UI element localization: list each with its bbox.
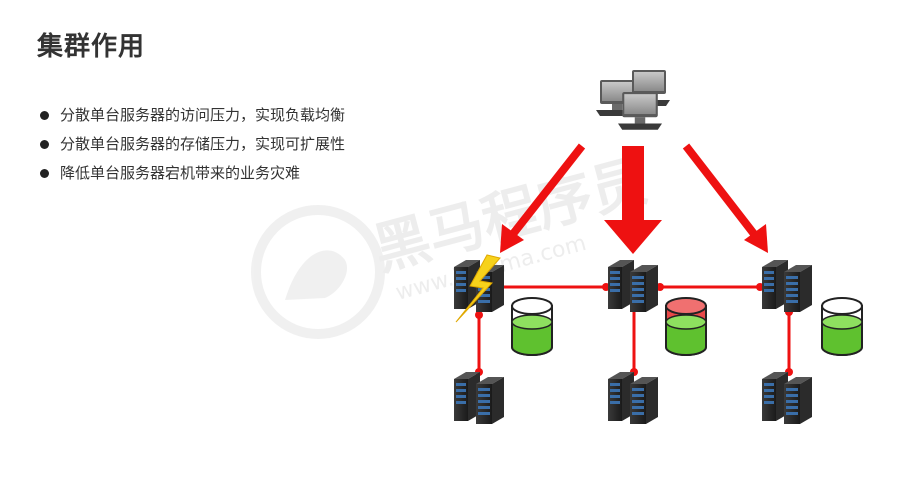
storage-right — [821, 297, 863, 356]
bullet-scalability: 分散单台服务器的存储压力，实现可扩展性 — [40, 132, 345, 161]
arrow-center-head — [604, 220, 662, 254]
server-icon — [454, 372, 504, 424]
arrow-right — [682, 143, 758, 237]
bullet-list: 分散单台服务器的访问压力，实现负载均衡 分散单台服务器的存储压力，实现可扩展性 … — [40, 103, 345, 190]
server-icon — [608, 260, 658, 312]
storage-left — [511, 297, 553, 356]
server-icon — [762, 372, 812, 424]
arrow-left — [509, 143, 586, 237]
arrow-center — [622, 146, 644, 224]
network-links — [477, 285, 791, 372]
bullet-fault-tolerance: 降低单台服务器宕机带来的业务灾难 — [40, 161, 345, 190]
client-computers — [596, 70, 670, 130]
arrow-left-head — [500, 224, 524, 253]
request-arrows — [500, 143, 768, 254]
arrow-right-head — [744, 224, 768, 253]
slide-title: 集群作用 — [37, 32, 146, 62]
bullet-load-balancing: 分散单台服务器的访问压力，实现负载均衡 — [40, 103, 345, 132]
storage-center — [665, 297, 707, 356]
pc-icon — [618, 92, 662, 130]
server-icon — [608, 372, 658, 424]
server-icon — [762, 260, 812, 312]
lightning-icon — [455, 254, 501, 323]
